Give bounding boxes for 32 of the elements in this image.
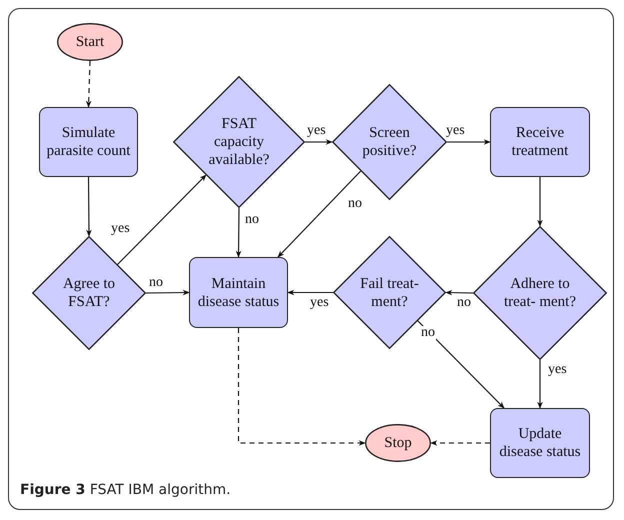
arrow	[445, 290, 473, 296]
edge-label: yes	[547, 363, 568, 377]
arrow	[236, 208, 242, 258]
process-box: Receive treatment	[490, 107, 590, 177]
edge-label: yes	[445, 124, 466, 138]
arrow	[537, 177, 543, 227]
figure-caption: Figure 3 FSAT IBM algorithm.	[20, 482, 231, 498]
arrow	[430, 440, 490, 446]
arrow	[86, 60, 92, 108]
terminal-ellipse: Start	[57, 23, 123, 61]
arrow	[146, 290, 190, 296]
process-box: Maintain disease status	[189, 257, 288, 328]
process-box: Update disease status	[490, 408, 590, 478]
arrow	[305, 139, 333, 145]
arrow	[537, 360, 543, 409]
arrow	[287, 290, 333, 296]
arrow	[278, 170, 362, 258]
arrow	[86, 177, 92, 237]
arrow	[117, 174, 206, 265]
edge-label: no	[420, 326, 436, 340]
edge-label: yes	[110, 222, 131, 236]
arrow	[447, 139, 491, 145]
arrow	[417, 320, 504, 408]
arrow	[238, 328, 366, 446]
edge-label: yes	[306, 124, 327, 138]
decision-diamond: FSAT capacity available?	[173, 76, 305, 208]
decision-diamond: Screen positive?	[332, 84, 447, 200]
decision-diamond: Agree to FSAT?	[32, 236, 146, 350]
decision-diamond: Adhere to treat- ment?	[473, 226, 607, 360]
process-box: Simulate parasite count	[39, 107, 138, 177]
terminal-ellipse: Stop	[365, 424, 431, 462]
edge-label: yes	[309, 296, 330, 310]
